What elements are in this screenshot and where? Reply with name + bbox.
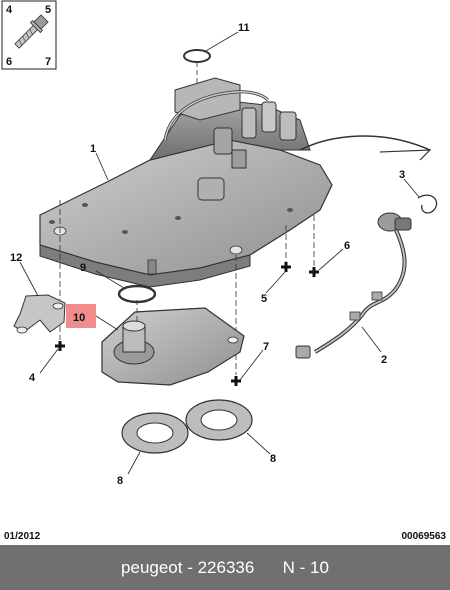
callout-1: 1 (90, 143, 96, 155)
bolt-marker-4 (55, 341, 65, 351)
reference-label: N - 10 (282, 557, 329, 577)
brand-label: peugeot (121, 557, 183, 577)
bolt-icon (14, 14, 49, 49)
oring-part-9 (117, 284, 157, 304)
part-number: 226336 (197, 557, 255, 577)
callout-3: 3 (399, 169, 405, 181)
callout-10: 10 (73, 312, 85, 324)
legend-label-br: 7 (45, 56, 51, 68)
callout-8-left: 8 (117, 475, 123, 487)
washer-part-8-left (121, 412, 189, 454)
callout-12: 12 (10, 252, 22, 264)
oring-part-11 (183, 49, 211, 86)
exploded-parts-diagram: 4 5 6 7 (1, 0, 438, 487)
legend-label-tr: 5 (45, 4, 51, 16)
legend-label-tl: 4 (6, 4, 13, 16)
bar-gap (254, 558, 282, 578)
legend-label-bl: 6 (6, 56, 12, 68)
bolt-marker-6 (309, 267, 319, 277)
wiring-harness-part-2 (295, 212, 412, 359)
callout-4: 4 (29, 372, 36, 384)
callout-6: 6 (344, 240, 350, 252)
callout-9: 9 (80, 262, 86, 274)
bolt-marker-5 (281, 262, 291, 272)
clip-part-3 (417, 194, 438, 214)
callout-8-right: 8 (270, 453, 276, 465)
callout-7: 7 (263, 341, 269, 353)
brand-separator: - (182, 557, 198, 577)
washer-part-8-right (185, 399, 253, 441)
hardware-legend-box: 4 5 6 7 (1, 0, 57, 70)
callout-11: 11 (238, 22, 250, 34)
callout-labels: 11 1 3 6 12 9 5 10 7 2 4 8 8 (10, 22, 405, 487)
valve-body-part-1 (39, 77, 432, 375)
filter-plate-part-10 (101, 300, 245, 386)
callout-2: 2 (381, 354, 387, 366)
part-info-bar: peugeot - 226336 N - 10 (0, 545, 450, 590)
callout-5: 5 (261, 293, 267, 305)
footer-code: 00069563 (401, 531, 447, 542)
bracket-part-12 (13, 294, 66, 334)
leader-lines (19, 31, 420, 475)
footer-date: 01/2012 (4, 531, 41, 542)
bolt-marker-7 (231, 376, 241, 386)
ref-10-highlight (66, 304, 96, 328)
